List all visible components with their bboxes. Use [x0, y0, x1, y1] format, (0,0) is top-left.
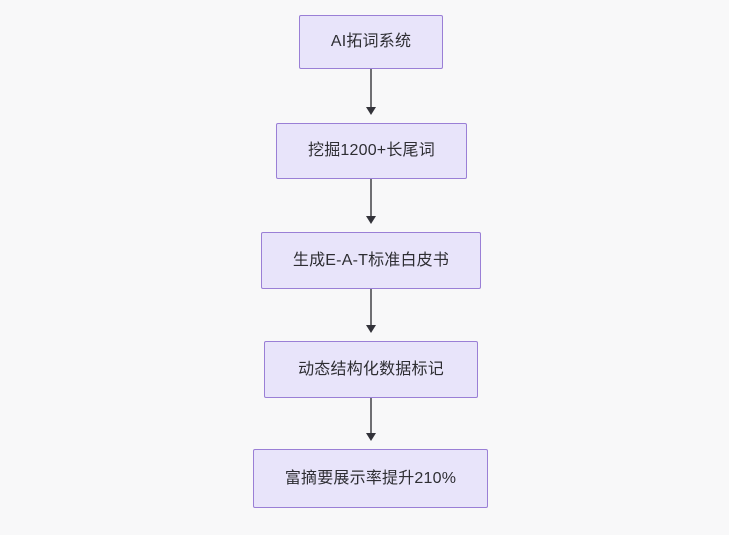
- node-label: 挖掘1200+长尾词: [308, 142, 435, 160]
- node-label: 生成E-A-T标准白皮书: [292, 251, 450, 269]
- node-label: AI拓词系统: [330, 33, 412, 51]
- connector-line: [370, 398, 372, 434]
- arrowhead-icon: [366, 433, 376, 441]
- node-label: 富摘要展示率提升210%: [284, 469, 457, 487]
- flowchart-node-mine-longtail-keywords[interactable]: 挖掘1200+长尾词: [276, 123, 467, 179]
- flowchart-node-dynamic-structured-data[interactable]: 动态结构化数据标记: [264, 341, 478, 398]
- arrowhead-icon: [366, 325, 376, 333]
- connector-line: [370, 69, 372, 108]
- arrowhead-icon: [366, 216, 376, 224]
- flowchart-node-rich-snippet-uplift[interactable]: 富摘要展示率提升210%: [253, 449, 488, 508]
- flowchart-node-generate-eat-whitepaper[interactable]: 生成E-A-T标准白皮书: [261, 232, 481, 289]
- connector-line: [370, 179, 372, 217]
- flowchart-node-ai-keyword-system[interactable]: AI拓词系统: [299, 15, 443, 69]
- node-label: 动态结构化数据标记: [298, 360, 444, 378]
- arrowhead-icon: [366, 107, 376, 115]
- connector-line: [370, 289, 372, 326]
